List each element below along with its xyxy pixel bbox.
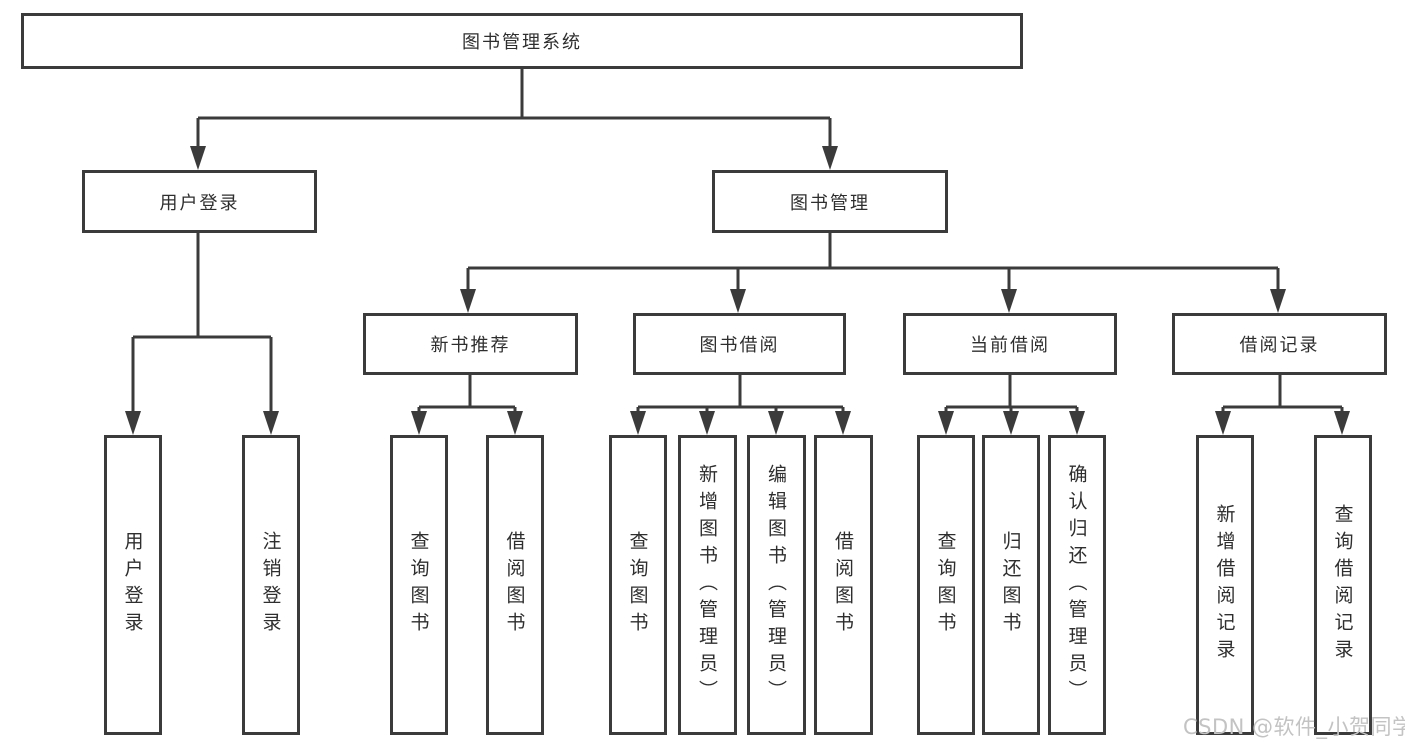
arrowhead-icon [730,289,746,313]
node-label: 借阅图书 [832,531,854,639]
arrowhead-icon [1003,411,1019,435]
node-label: 用户登录 [159,192,240,214]
node-book-management: 图书管理 [712,170,948,233]
arrowhead-icon [938,411,954,435]
arrowhead-icon [1001,289,1017,313]
arrowhead-icon [1334,411,1350,435]
node-label: 查询图书 [626,531,649,639]
node-label: 查询图书 [407,531,430,639]
leaf-confirm-return-admin: 确认归还（管理员） [1048,435,1106,735]
arrowhead-icon [507,411,523,435]
arrowhead-icon [822,146,838,170]
node-new-book-recommend: 新书推荐 [363,313,578,375]
node-label: 图书管理系统 [462,32,582,53]
node-label: 查询图书 [934,531,957,639]
node-label: 图书管理 [790,192,870,214]
arrowhead-icon [1270,289,1286,313]
node-label: 归还图书 [999,531,1022,639]
arrowhead-icon [411,411,427,435]
arrowhead-icon [630,411,646,435]
leaf-logout: 注销登录 [242,435,300,735]
arrowhead-icon [125,411,141,435]
arrowhead-icon [699,411,715,435]
arrowhead-icon [190,146,206,170]
node-label: 新增图书（管理员） [696,463,718,707]
arrowhead-icon [1215,411,1231,435]
node-current-borrowing: 当前借阅 [903,313,1117,375]
leaf-edit-book-admin: 编辑图书（管理员） [747,435,806,735]
leaf-borrow-books-recommend: 借阅图书 [486,435,544,735]
leaf-query-books-current: 查询图书 [917,435,975,735]
arrowhead-icon [768,411,784,435]
leaf-query-books-borrowing: 查询图书 [609,435,667,735]
arrowhead-icon [835,411,851,435]
node-root: 图书管理系统 [21,13,1023,69]
node-user-login: 用户登录 [82,170,317,233]
node-label: 图书借阅 [699,335,780,356]
leaf-query-books-recommend: 查询图书 [390,435,448,735]
node-book-borrowing: 图书借阅 [633,313,846,375]
leaf-user-login: 用户登录 [104,435,162,735]
node-label: 注销登录 [259,531,282,639]
node-label: 查询借阅记录 [1331,504,1354,666]
leaf-add-borrow-record: 新增借阅记录 [1196,435,1254,735]
node-label: 借阅图书 [503,531,526,639]
leaf-return-books: 归还图书 [982,435,1040,735]
node-label: 借阅记录 [1239,335,1320,356]
node-borrow-records: 借阅记录 [1172,313,1387,375]
node-label: 编辑图书（管理员） [765,463,787,707]
node-label: 用户登录 [121,531,144,639]
arrowhead-icon [263,411,279,435]
arrowhead-icon [1069,411,1085,435]
node-label: 新书推荐 [430,335,511,356]
arrowhead-icon [460,289,476,313]
node-label: 确认归还（管理员） [1065,463,1088,707]
node-label: 新增借阅记录 [1213,504,1236,666]
leaf-add-book-admin: 新增图书（管理员） [678,435,737,735]
node-label: 当前借阅 [970,335,1050,356]
leaf-query-borrow-record: 查询借阅记录 [1314,435,1372,735]
csdn-watermark: CSDN @软件_小贺同学 [1183,715,1405,739]
leaf-borrow-books-borrowing: 借阅图书 [814,435,873,735]
